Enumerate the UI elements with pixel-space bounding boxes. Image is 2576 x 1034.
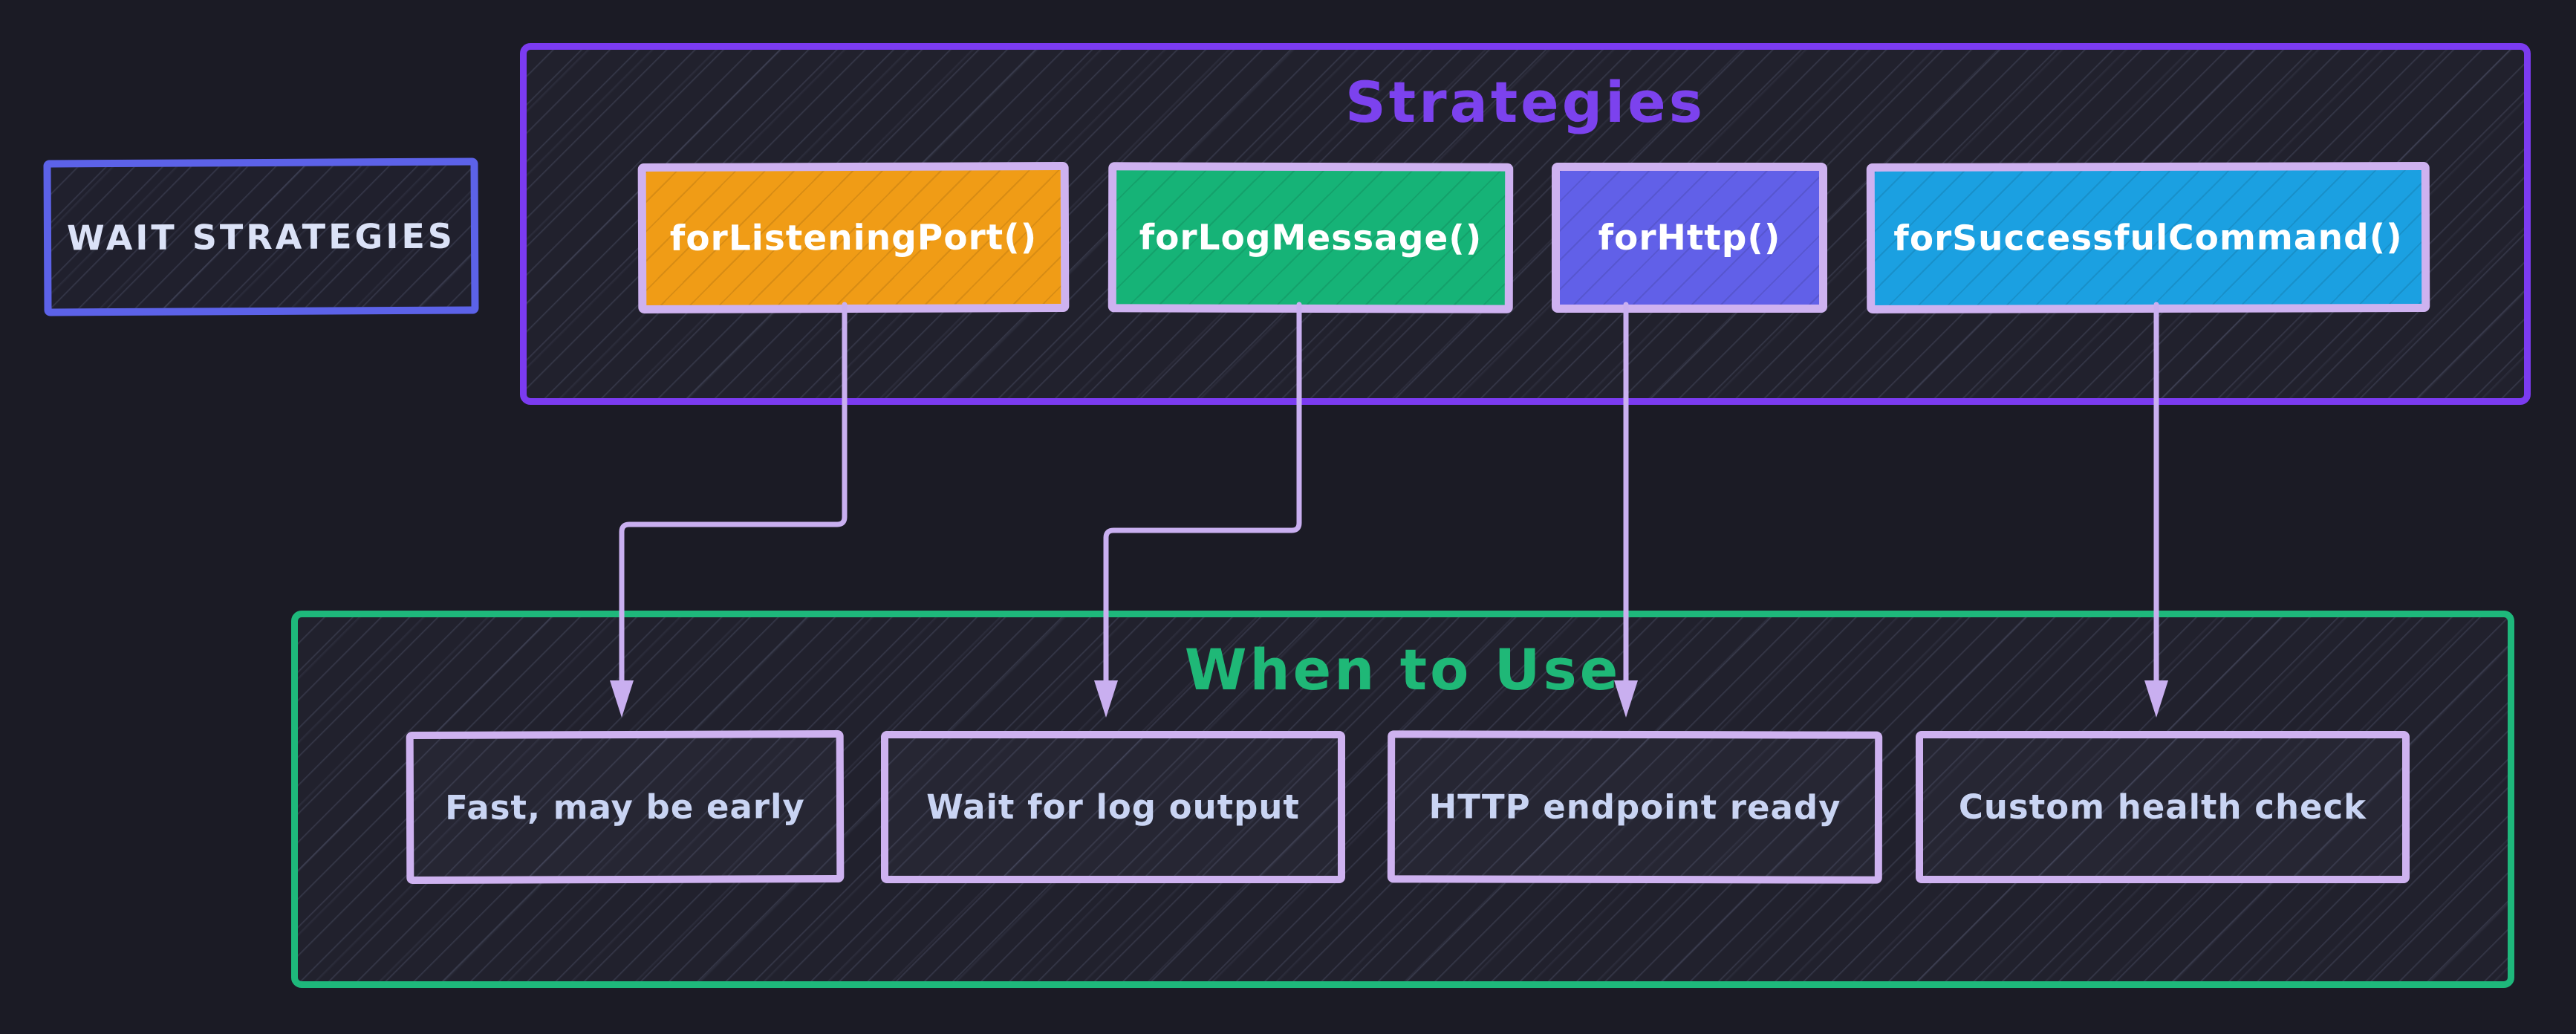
strategy-node-forlisteningport: forListeningPort() xyxy=(637,161,1070,314)
wait-strategies-label-box: WAIT STRATEGIES xyxy=(43,157,479,316)
strategy-node-forsuccessfulcommand: forSuccessfulCommand() xyxy=(1866,162,2430,313)
strategies-group: Strategies forListeningPort() forLogMess… xyxy=(520,43,2531,405)
strategy-node-label: forLogMessage() xyxy=(1139,216,1483,259)
strategy-node-label: forListeningPort() xyxy=(669,216,1038,259)
when-to-use-group-title: When to Use xyxy=(1184,637,1622,703)
usage-node-custom-health-check: Custom health check xyxy=(1916,731,2410,883)
strategy-node-forhttp: forHttp() xyxy=(1552,163,1827,313)
when-to-use-group: When to Use Fast, may be early Wait for … xyxy=(291,611,2514,988)
usage-node-label: Custom health check xyxy=(1958,787,2367,827)
usage-node-label: Wait for log output xyxy=(926,787,1300,827)
usage-node-fast-may-be-early: Fast, may be early xyxy=(406,729,845,885)
usage-node-wait-for-log-output: Wait for log output xyxy=(881,731,1345,883)
wait-strategies-label: WAIT STRATEGIES xyxy=(66,215,456,258)
usage-node-label: HTTP endpoint ready xyxy=(1428,787,1841,827)
strategies-group-title: Strategies xyxy=(1345,69,1705,135)
usage-node-http-endpoint-ready: HTTP endpoint ready xyxy=(1387,730,1883,884)
usage-node-label: Fast, may be early xyxy=(445,787,805,827)
strategy-node-label: forHttp() xyxy=(1598,217,1781,258)
strategy-node-forlogmessage: forLogMessage() xyxy=(1108,162,1514,313)
strategy-node-label: forSuccessfulCommand() xyxy=(1893,216,2403,259)
